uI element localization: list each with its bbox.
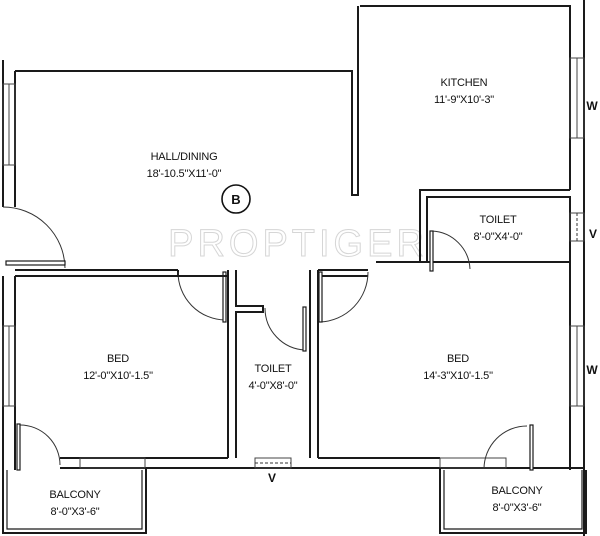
bed-1-balcony-door[interactable] [16, 423, 61, 471]
toilet-1-vent [569, 212, 585, 242]
hall-name: HALL/DINING [151, 151, 218, 163]
bed-1-balcony-window [79, 457, 146, 469]
balcony-2-walls [439, 468, 587, 534]
bed-2-balcony-window [439, 457, 507, 469]
bed-2-walls [318, 262, 585, 470]
toilet-1-door[interactable] [429, 230, 471, 272]
watermark: PROPTIGER [168, 223, 428, 265]
balcony-2-name: BALCONY [491, 485, 543, 497]
balcony-1-size: 8'-0"X3'-6" [51, 506, 100, 518]
toilet-1-size: 8'-0"X4'-0" [474, 231, 523, 243]
bed-1-size: 12'-0"X10'-1.5" [83, 370, 153, 382]
hall-walls [2, 6, 359, 207]
kitchen-name: KITCHEN [441, 77, 488, 89]
toilet-2-vent [254, 457, 292, 469]
bed-2-door[interactable] [318, 271, 369, 323]
entry-door[interactable] [2, 206, 66, 269]
kitchen-walls [360, 0, 585, 536]
bed-2-name: BED [447, 353, 469, 365]
window-marker-2: W [586, 363, 598, 377]
balcony-1-walls [2, 468, 147, 534]
toilet-2-door[interactable] [264, 306, 307, 352]
bed-1-door[interactable] [177, 271, 227, 323]
vent-marker: V [589, 227, 597, 241]
kitchen-size: 11'-9"X10'-3" [434, 94, 494, 106]
corridor-walls [2, 269, 368, 470]
toilet-1-walls [376, 196, 585, 263]
toilet-2-name: TOILET [254, 363, 292, 375]
balcony-1-name: BALCONY [49, 489, 101, 501]
balcony-2-size: 8'-0"X3'-6" [493, 502, 542, 514]
hall-size: 18'-10.5"X11'-0" [147, 168, 222, 180]
window-marker: W [586, 99, 598, 113]
toilet-2-size: 4'-0"X8'-0" [249, 380, 298, 392]
bed-1-name: BED [107, 353, 129, 365]
vent-marker-2: V [268, 471, 276, 485]
bed-2-size: 14'-3"X10'-1.5" [423, 370, 493, 382]
unit-badge-label: B [231, 192, 240, 207]
unit-badge: B [221, 184, 251, 214]
bed-2-balcony-door[interactable] [483, 424, 534, 471]
toilet-1-name: TOILET [479, 214, 517, 226]
